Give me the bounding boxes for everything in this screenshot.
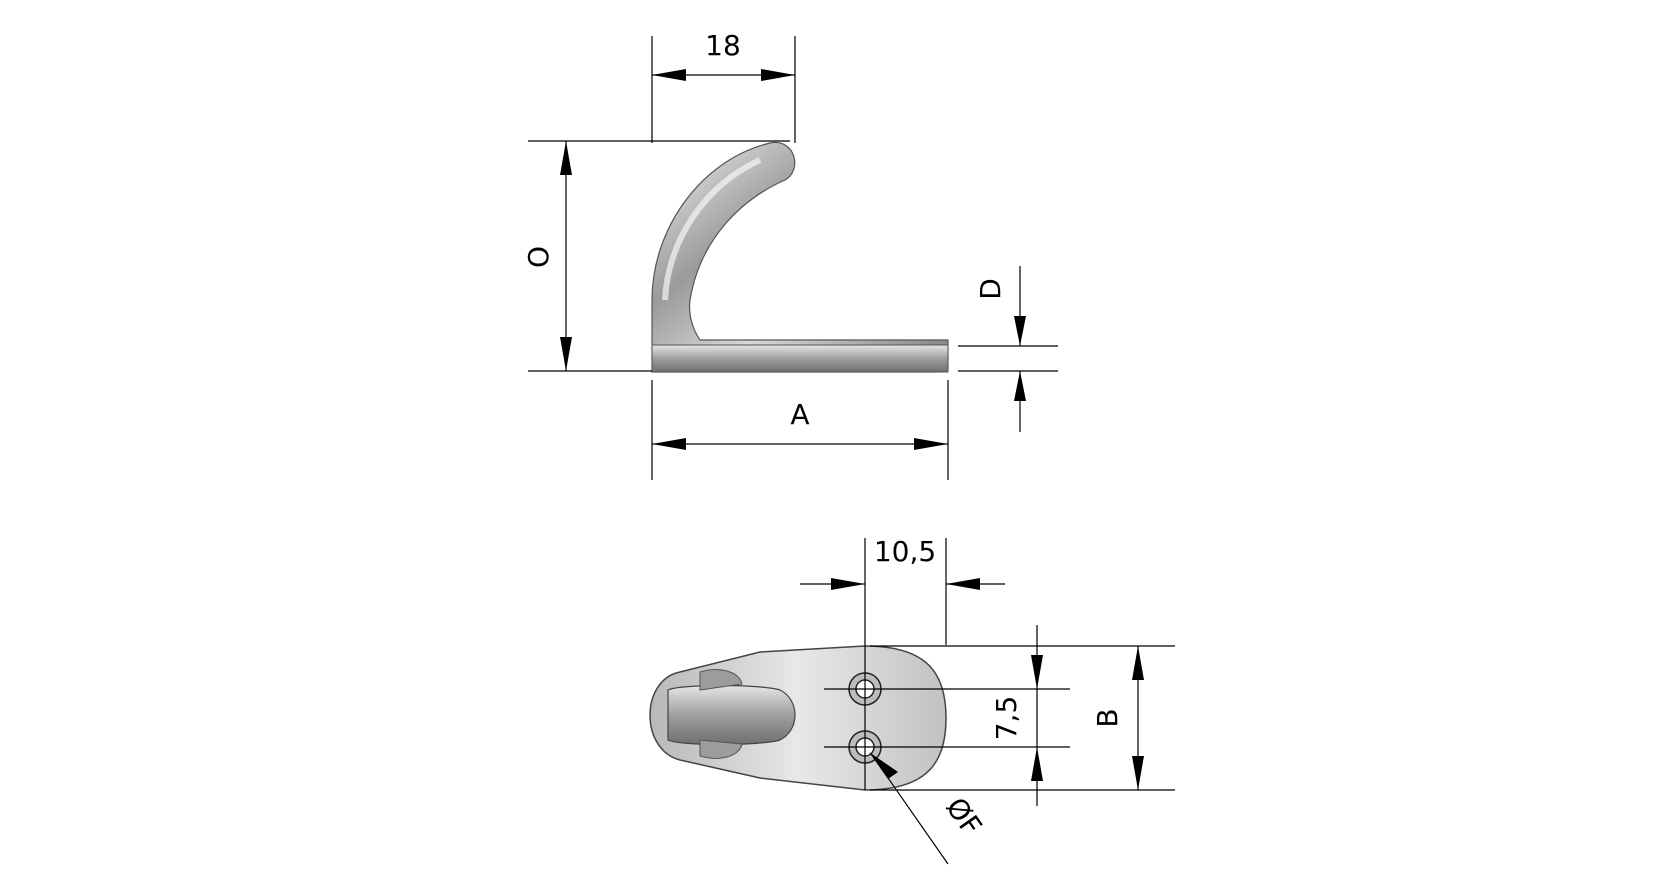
dim-height: O (522, 140, 790, 372)
dim-thickness: D (958, 266, 1058, 432)
dim-length: A (651, 380, 949, 480)
dim-hole-offset: 10,5 (800, 535, 1005, 790)
height-label: O (522, 246, 555, 268)
hole-diameter-label: ØF (939, 791, 988, 841)
dim-hole-spacing: 7,5 (990, 625, 1043, 806)
dim-hook-width: 18 (651, 29, 796, 143)
top-view (649, 645, 1070, 791)
width-label: B (1091, 708, 1124, 727)
dim-width: B (870, 645, 1175, 791)
hook-top-base (699, 669, 743, 759)
hook-side-highlight (662, 157, 762, 301)
hook-side-body (651, 142, 949, 373)
hole-offset-label: 10,5 (874, 535, 936, 568)
hook-top-stem (667, 684, 796, 746)
thickness-label: D (974, 278, 1007, 300)
hole-spacing-label: 7,5 (990, 696, 1023, 741)
length-label: A (790, 398, 809, 431)
hook-width-label: 18 (705, 29, 741, 62)
side-view (651, 142, 949, 373)
base-plate-side (651, 344, 949, 373)
